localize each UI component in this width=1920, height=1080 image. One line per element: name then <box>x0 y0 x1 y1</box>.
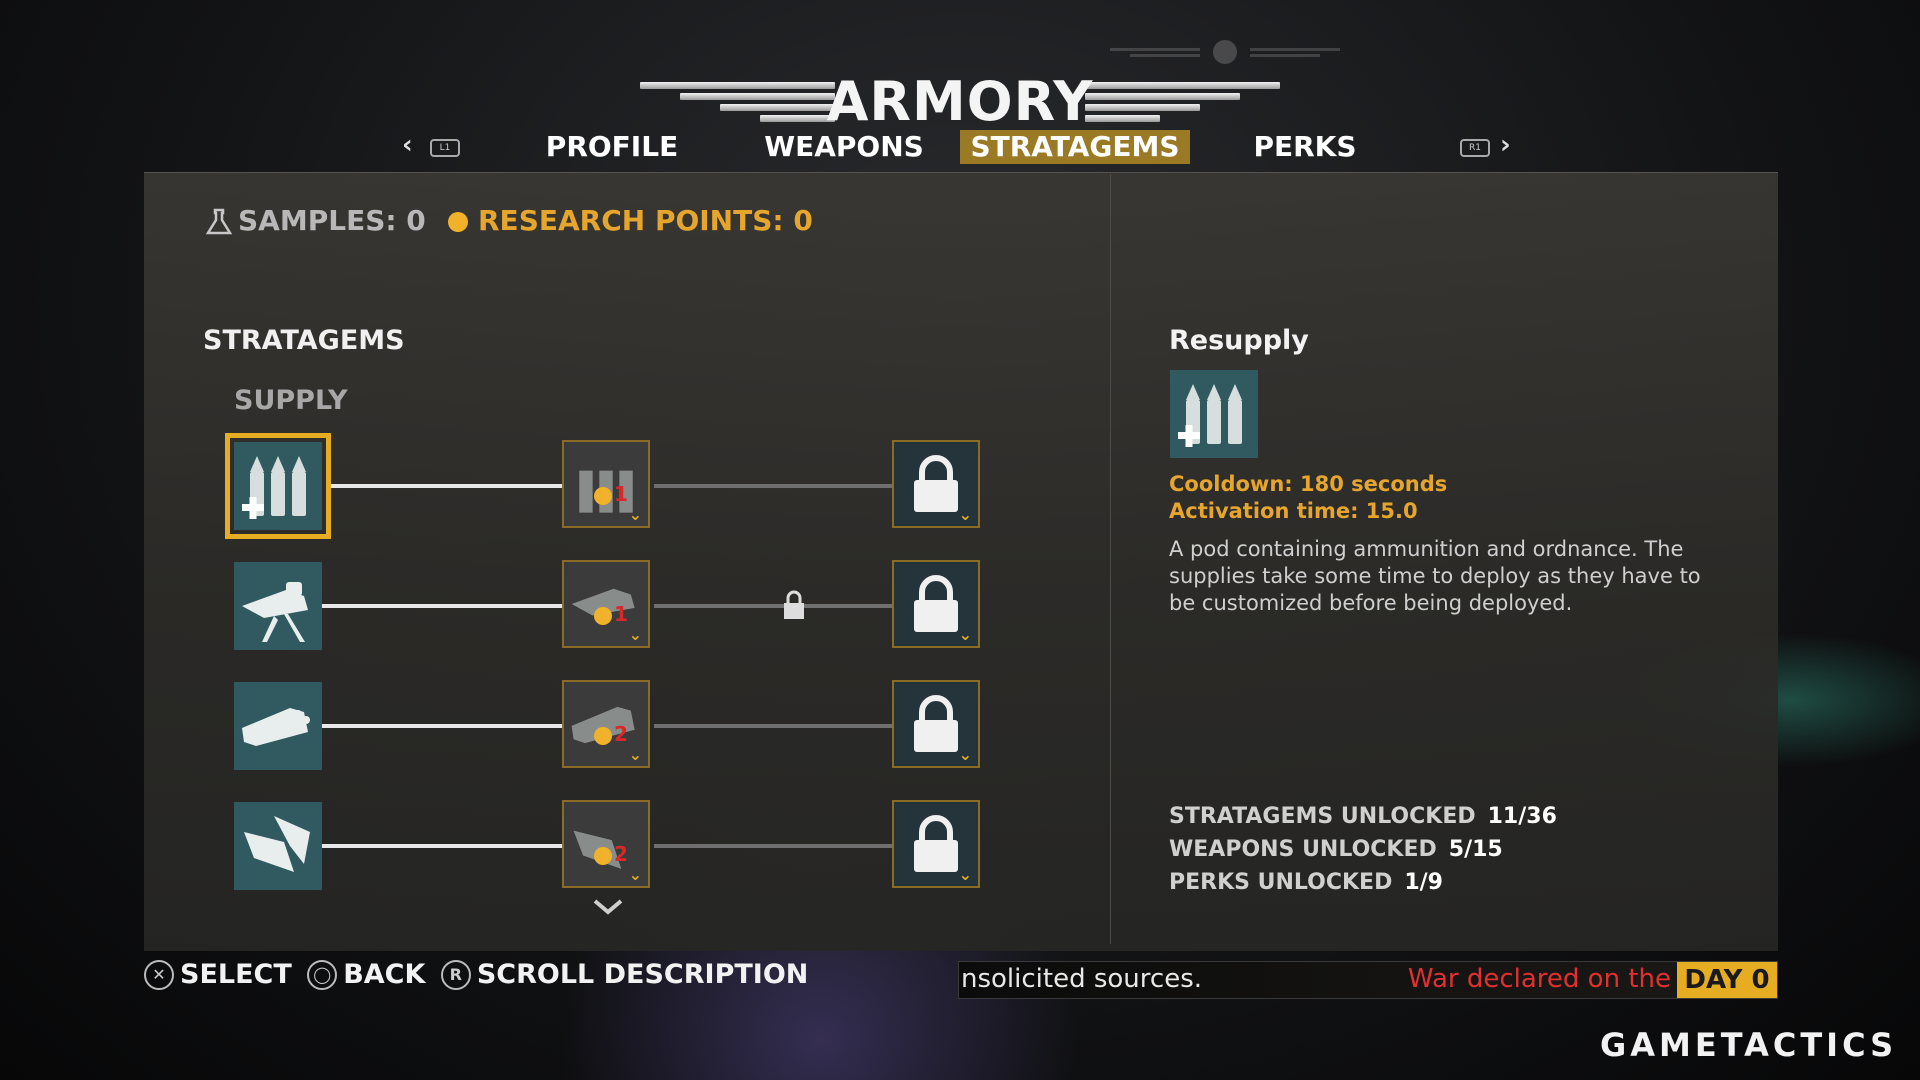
stratagems-unlocked-row: STRATAGEMS UNLOCKED 11/36 <box>1169 804 1557 829</box>
chevron-down-icon: ⌄ <box>958 625 972 644</box>
activation-stat: Activation time: 15.0 <box>1169 499 1418 523</box>
tree-connector <box>654 604 894 608</box>
back-hint[interactable]: BACK <box>343 959 426 990</box>
ticker-war-text: War declared on the <box>1407 964 1671 994</box>
tree-connector <box>322 604 562 608</box>
r1-button-icon: R1 <box>1460 139 1490 157</box>
perks-unlocked-row: PERKS UNLOCKED 1/9 <box>1169 870 1443 895</box>
news-ticker: nsolicited sources. War declared on the … <box>958 961 1778 999</box>
page-title: ARMORY <box>826 70 1094 133</box>
lock-icon <box>914 695 958 752</box>
rocket-pod-upgrade[interactable]: 2 ⌄ <box>562 680 650 768</box>
chevron-down-icon: ⌄ <box>628 625 642 644</box>
scroll-down-chevron-icon[interactable] <box>592 898 624 916</box>
flask-icon <box>205 208 233 235</box>
mounted-gun-upgrade[interactable]: 1 ⌄ <box>562 560 650 648</box>
scroll-description-hint[interactable]: SCROLL DESCRIPTION <box>476 959 809 990</box>
panel-divider <box>1110 174 1111 944</box>
samples-counter: SAMPLES: 0 <box>205 204 426 237</box>
research-points-label: RESEARCH POINTS: 0 <box>478 204 813 237</box>
mounted-gun-icon <box>571 588 635 616</box>
shield-generator-locked-upgrade[interactable]: ⌄ <box>892 800 980 888</box>
cross-button-icon: ✕ <box>144 959 174 990</box>
research-points-counter: RESEARCH POINTS: 0 <box>448 204 813 237</box>
lock-icon <box>914 455 958 512</box>
stratagem-rocket-pod[interactable] <box>234 682 322 770</box>
tree-connector <box>654 484 894 488</box>
coin-icon <box>448 212 468 232</box>
upgrade-cost-badge: 2 <box>594 842 628 866</box>
select-hint[interactable]: SELECT <box>180 959 292 990</box>
perks-unlocked-label: PERKS UNLOCKED <box>1169 870 1393 895</box>
stratagems-unlocked-label: STRATAGEMS UNLOCKED <box>1169 804 1476 829</box>
resupply-upgrade[interactable]: 1 ⌄ <box>562 440 650 528</box>
prev-tab-arrow-icon[interactable]: ‹ <box>402 130 413 160</box>
mounted-gun-icon <box>242 582 308 642</box>
weapons-unlocked-value: 5/15 <box>1448 837 1503 862</box>
chevron-down-icon: ⌄ <box>958 865 972 884</box>
tree-connector <box>654 844 894 848</box>
resupply-locked-upgrade[interactable]: ⌄ <box>892 440 980 528</box>
chevron-down-icon: ⌄ <box>628 745 642 764</box>
shield-generator-upgrade[interactable]: 2 ⌄ <box>562 800 650 888</box>
stratagems-unlocked-value: 11/36 <box>1487 804 1557 829</box>
tree-connector <box>330 484 562 488</box>
shield-generator-icon <box>244 816 310 872</box>
l1-button-icon: L1 <box>430 139 460 157</box>
ticker-text: nsolicited sources. <box>961 964 1203 994</box>
section-title: STRATAGEMS <box>203 325 405 356</box>
skull-emblem-icon <box>1110 40 1340 64</box>
tab-weapons[interactable]: WEAPONS <box>764 130 924 163</box>
lock-icon <box>914 815 958 872</box>
coin-icon <box>594 846 612 865</box>
coin-icon <box>594 726 612 745</box>
chevron-down-icon: ⌄ <box>958 745 972 764</box>
upgrade-cost-badge: 1 <box>594 482 628 506</box>
chevron-down-icon: ⌄ <box>628 505 642 524</box>
cooldown-stat: Cooldown: 180 seconds <box>1169 472 1448 496</box>
stratagem-shield-generator[interactable] <box>234 802 322 890</box>
lock-icon <box>914 575 958 632</box>
wing-left-icon <box>640 82 835 124</box>
detail-title: Resupply <box>1169 325 1309 356</box>
tree-connector <box>654 724 894 728</box>
tree-connector <box>322 724 562 728</box>
tab-stratagems[interactable]: STRATAGEMS <box>960 130 1190 164</box>
coin-icon <box>594 606 612 625</box>
stratagem-description: A pod containing ammunition and ordnance… <box>1169 537 1701 615</box>
tab-perks[interactable]: PERKS <box>1253 130 1357 163</box>
coin-icon <box>594 486 612 505</box>
samples-label: SAMPLES: 0 <box>238 204 426 237</box>
watermark-logo: GAMETACTICS <box>1600 1026 1898 1064</box>
chevron-down-icon: ⌄ <box>628 865 642 884</box>
resupply-icon <box>242 456 306 519</box>
tab-profile[interactable]: PROFILE <box>545 130 679 163</box>
mounted-gun-locked-upgrade[interactable]: ⌄ <box>892 560 980 648</box>
weapons-unlocked-row: WEAPONS UNLOCKED 5/15 <box>1169 837 1503 862</box>
weapons-unlocked-label: WEAPONS UNLOCKED <box>1169 837 1437 862</box>
perks-unlocked-value: 1/9 <box>1404 870 1443 895</box>
rocket-pod-locked-upgrade[interactable]: ⌄ <box>892 680 980 768</box>
tree-connector <box>322 844 562 848</box>
next-tab-arrow-icon[interactable]: › <box>1500 130 1511 160</box>
wing-right-icon <box>1085 82 1280 124</box>
ticker-day-badge: DAY 0 <box>1677 962 1777 998</box>
rocket-pod-icon <box>571 706 635 744</box>
right-stick-icon: R <box>440 959 471 990</box>
stratagem-mounted-gun[interactable] <box>234 562 322 650</box>
circle-button-icon: ◯ <box>307 959 338 990</box>
category-label: SUPPLY <box>234 385 348 416</box>
upgrade-cost-badge: 1 <box>594 602 628 626</box>
armory-logo: ARMORY <box>640 72 1280 132</box>
chevron-down-icon: ⌄ <box>958 505 972 524</box>
rocket-pod-icon <box>242 708 310 746</box>
lock-icon <box>784 590 804 619</box>
detail-stratagem-icon <box>1170 370 1258 458</box>
upgrade-cost-badge: 2 <box>594 722 628 746</box>
resupply-icon <box>1178 384 1242 447</box>
stratagem-resupply[interactable] <box>225 433 331 539</box>
